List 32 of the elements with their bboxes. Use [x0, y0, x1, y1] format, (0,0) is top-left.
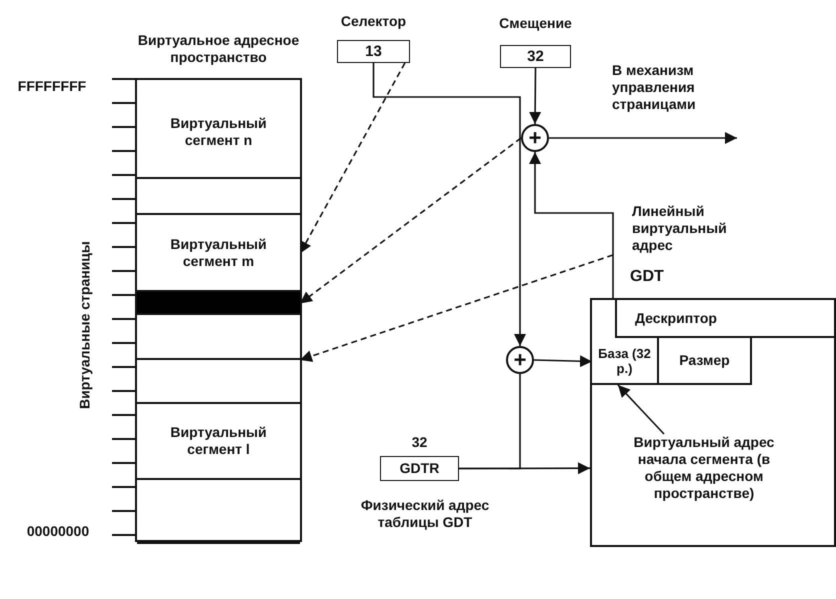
segment-box: Виртуальный сегмент l — [137, 404, 300, 480]
adder-circle: + — [506, 346, 534, 374]
axis-label: Виртуальные страницы — [76, 240, 94, 411]
register-box: GDTR — [380, 456, 459, 481]
connector-line — [459, 374, 521, 470]
size-field: Размер — [657, 338, 752, 385]
segment-box: Виртуальный сегмент n — [137, 86, 300, 179]
dashed-arrow — [300, 254, 614, 362]
arrow — [529, 152, 614, 298]
table-heading: GDT — [629, 267, 665, 287]
address-label: FFFFFFFF — [16, 77, 88, 95]
arrow — [617, 384, 665, 435]
offset-field: 32 — [500, 45, 571, 68]
annotation-text: Виртуальный адрес начала сегмента (в общем адресном пространстве) — [624, 434, 784, 529]
field-heading: Селектор — [340, 12, 408, 31]
bit-width-label: 32 — [410, 432, 428, 452]
field-heading: Смещение — [498, 14, 573, 33]
register-caption: Физический адрес таблицы GDT — [360, 496, 490, 532]
arrow — [549, 132, 738, 144]
selector-field: 13 — [337, 40, 410, 63]
arrow — [372, 63, 526, 346]
filled-segment — [137, 292, 300, 315]
destination-text: В механизм управления страницами — [612, 62, 737, 138]
arrow — [534, 355, 592, 368]
address-label: 00000000 — [26, 522, 90, 540]
adder-circle: + — [521, 124, 549, 152]
table-heading: Виртуальное адресное пространство — [136, 31, 300, 67]
dashed-arrow — [300, 137, 522, 304]
descriptor-row: Дескриптор — [615, 300, 836, 338]
base-field: База (32 р.) — [592, 338, 657, 385]
dashed-arrow — [299, 62, 406, 254]
arrow — [529, 68, 542, 124]
